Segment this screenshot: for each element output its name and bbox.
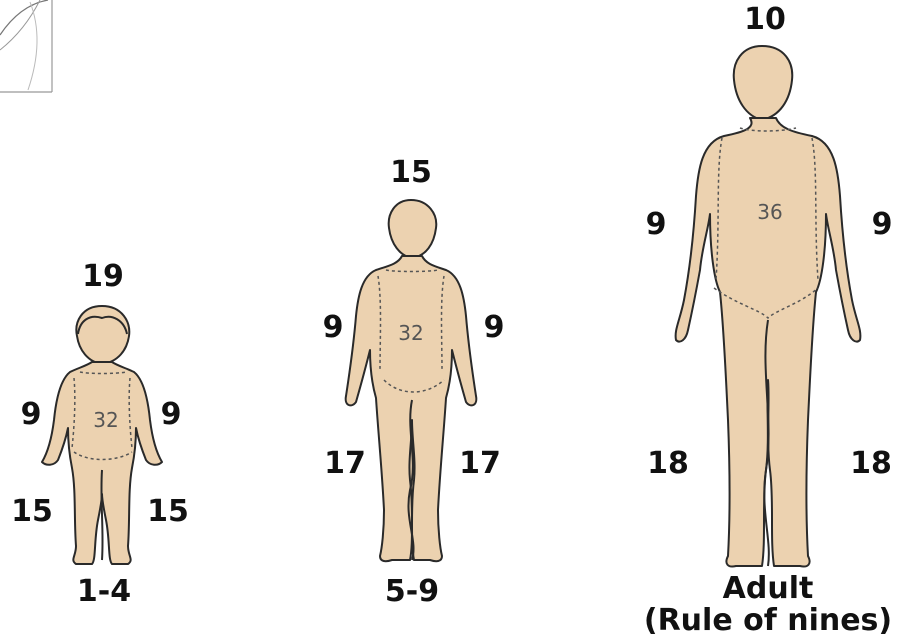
child-1-4-caption: 1-4: [77, 576, 131, 608]
child-1-4-right-arm-percent: 9: [161, 400, 182, 430]
child-5-9-left-leg-percent: 17: [324, 449, 366, 479]
adult-right-arm-percent: 9: [872, 210, 893, 240]
adult-right-leg-percent: 18: [850, 449, 892, 479]
child-1-4-right-leg-percent: 15: [147, 497, 189, 527]
adult-trunk-percent: 36: [757, 202, 782, 222]
child-5-9-right-arm-percent: 9: [484, 313, 505, 343]
adult-left-leg-percent: 18: [647, 449, 689, 479]
adult-caption-line-2: (Rule of nines): [644, 605, 892, 637]
adult-body: [676, 118, 861, 567]
child-5-9-head-percent: 15: [390, 158, 432, 188]
child-5-9-left-arm-percent: 9: [323, 313, 344, 343]
child-5-9-caption: 5-9: [385, 576, 439, 608]
child-1-4-left-leg-percent: 15: [11, 497, 53, 527]
adult-head-percent: 10: [744, 5, 786, 35]
child-1-4-left-arm-percent: 9: [21, 400, 42, 430]
adult-left-arm-percent: 9: [646, 210, 667, 240]
adult-caption-line-1: Adult: [644, 573, 892, 605]
adult-caption: Adult (Rule of nines): [644, 573, 892, 636]
child-1-4-trunk-percent: 32: [93, 410, 118, 430]
child-5-9-trunk-percent: 32: [398, 323, 423, 343]
child-5-9-right-leg-percent: 17: [459, 449, 501, 479]
adult-head: [734, 46, 793, 120]
child-1-4-head-percent: 19: [82, 262, 124, 292]
